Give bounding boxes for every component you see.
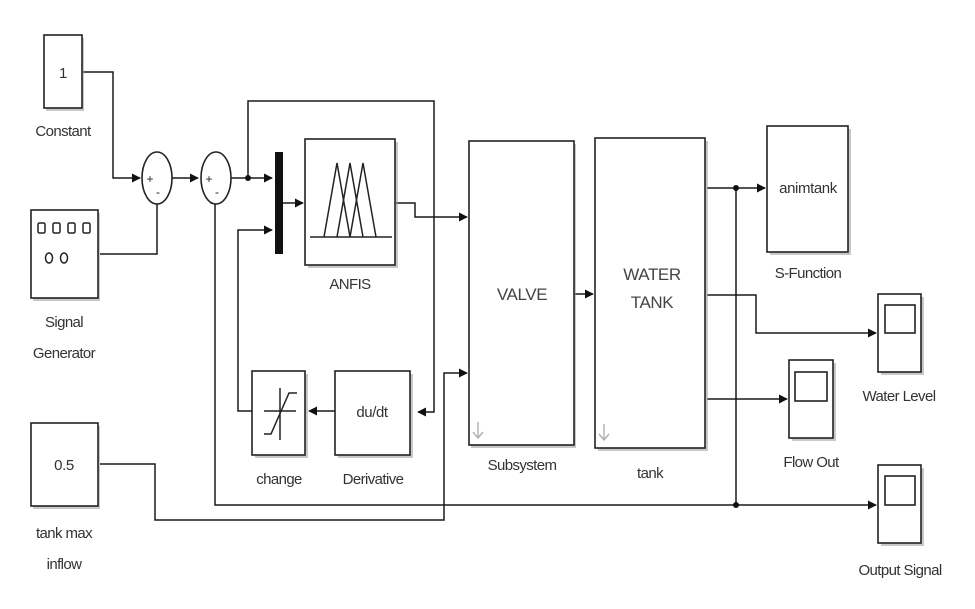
anfis-block[interactable]: ANFIS bbox=[304, 138, 398, 293]
tank-label: tank bbox=[637, 465, 664, 482]
scope-icon bbox=[794, 371, 828, 402]
membership-functions-icon bbox=[310, 162, 392, 238]
change-block[interactable]: change bbox=[251, 370, 308, 488]
branch-point-sum2 bbox=[245, 175, 251, 181]
output-signal-scope[interactable]: Output Signal bbox=[858, 464, 942, 579]
saturation-icon bbox=[264, 388, 297, 440]
wire-sum2-to-derivative[interactable] bbox=[247, 100, 435, 417]
scope-icon bbox=[884, 475, 916, 506]
s-function-label: S-Function bbox=[775, 265, 842, 282]
sum1-sign-minus: - bbox=[156, 185, 160, 199]
signal-generator-block[interactable]: Signal Generator bbox=[30, 209, 100, 362]
sum2-sign-minus: - bbox=[215, 185, 219, 199]
constant-label: Constant bbox=[35, 123, 92, 140]
sum1-block[interactable]: + - bbox=[141, 151, 173, 205]
sum2-sign-plus: + bbox=[205, 172, 212, 186]
tank-port-icon bbox=[598, 424, 610, 442]
flow-out-scope[interactable]: Flow Out bbox=[783, 359, 841, 471]
wire-constant-to-sum1[interactable] bbox=[83, 71, 141, 183]
subsystem-label: Subsystem bbox=[488, 457, 557, 474]
sum1-sign-plus: + bbox=[146, 172, 153, 186]
scope-icon bbox=[884, 304, 916, 334]
output-signal-label: Output Signal bbox=[858, 562, 941, 579]
signal-generator-label-line1: Signal bbox=[45, 314, 83, 331]
wire-tank-to-water-level[interactable] bbox=[707, 294, 877, 338]
derivative-text: du/dt bbox=[356, 404, 389, 421]
s-function-block[interactable]: animtank S-Function bbox=[766, 125, 851, 282]
signal-generator-icon bbox=[37, 222, 91, 264]
tank-text-line1: WATER bbox=[623, 265, 681, 284]
anfis-label: ANFIS bbox=[329, 276, 371, 293]
mux-block[interactable] bbox=[275, 152, 283, 254]
subsystem-port-icon bbox=[472, 422, 484, 440]
wire-anfis-to-subsystem[interactable] bbox=[396, 202, 468, 222]
wire-tankmax-to-subsystem[interactable] bbox=[100, 368, 468, 521]
s-function-text: animtank bbox=[779, 180, 838, 197]
branch-point-feedback bbox=[733, 502, 739, 508]
branch-point-tank-out1 bbox=[733, 185, 739, 191]
subsystem-block[interactable]: VALVE Subsystem bbox=[468, 140, 576, 474]
subsystem-text: VALVE bbox=[497, 285, 547, 304]
flow-out-label: Flow Out bbox=[783, 454, 840, 471]
tank-max-inflow-label-line1: tank max bbox=[36, 525, 93, 542]
wire-feedback-to-sum2[interactable] bbox=[210, 195, 736, 506]
tank-max-inflow-label-line2: inflow bbox=[47, 556, 83, 573]
constant-value: 1 bbox=[59, 65, 67, 82]
constant-block[interactable]: 1 Constant bbox=[35, 34, 93, 140]
tank-block[interactable]: WATER TANK tank bbox=[594, 137, 708, 482]
derivative-label: Derivative bbox=[343, 471, 404, 488]
wire-change-to-mux[interactable] bbox=[237, 225, 273, 412]
tank-max-inflow-block[interactable]: 0.5 tank max inflow bbox=[30, 422, 100, 573]
sum2-block[interactable]: + - bbox=[200, 151, 232, 205]
change-label: change bbox=[256, 471, 302, 488]
water-level-label: Water Level bbox=[863, 388, 936, 405]
wire-signalgen-to-sum1[interactable] bbox=[100, 195, 162, 255]
derivative-block[interactable]: du/dt Derivative bbox=[334, 370, 413, 488]
tank-text-line2: TANK bbox=[631, 293, 675, 312]
wires bbox=[83, 71, 877, 521]
signal-generator-label-line2: Generator bbox=[33, 345, 96, 362]
tank-max-inflow-value: 0.5 bbox=[54, 457, 74, 474]
water-level-scope[interactable]: Water Level bbox=[863, 293, 936, 405]
